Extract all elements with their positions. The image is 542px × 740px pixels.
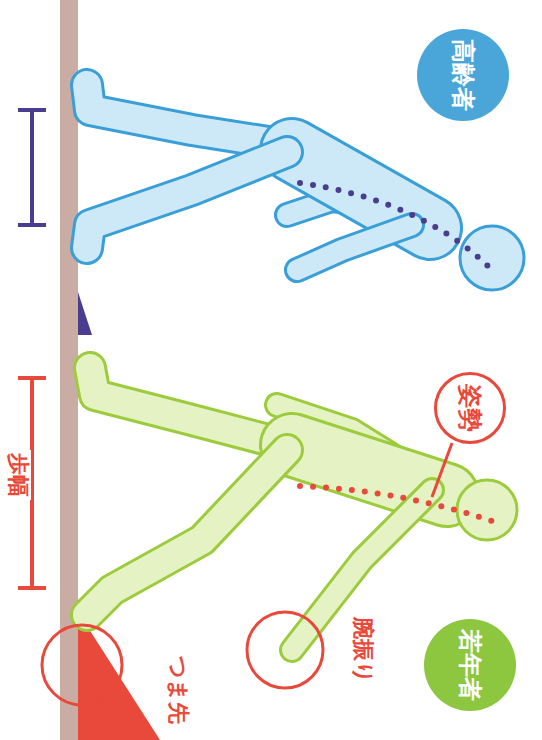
young-figure [87, 368, 517, 650]
stride-bracket-elderly [18, 110, 46, 225]
dimension-label: 歩幅 [5, 450, 31, 500]
arm-highlight [247, 612, 323, 688]
spine-dots-elderly [300, 183, 490, 268]
badge-text: 若年者 [458, 629, 482, 701]
toe-wedge-small [78, 292, 92, 335]
callout-circle: 姿勢 [434, 372, 506, 444]
spine-dots-young [300, 486, 495, 522]
badge-text: 姿勢 [458, 384, 482, 432]
part-label: 腕振り [349, 614, 375, 687]
group-badge: 高齢者 [417, 29, 509, 121]
group-badge: 若年者 [424, 619, 516, 711]
toe-highlight [42, 625, 122, 705]
badge-text: 高齢者 [451, 39, 475, 111]
posture-leader [432, 443, 452, 497]
part-label: つま先 [165, 653, 191, 727]
